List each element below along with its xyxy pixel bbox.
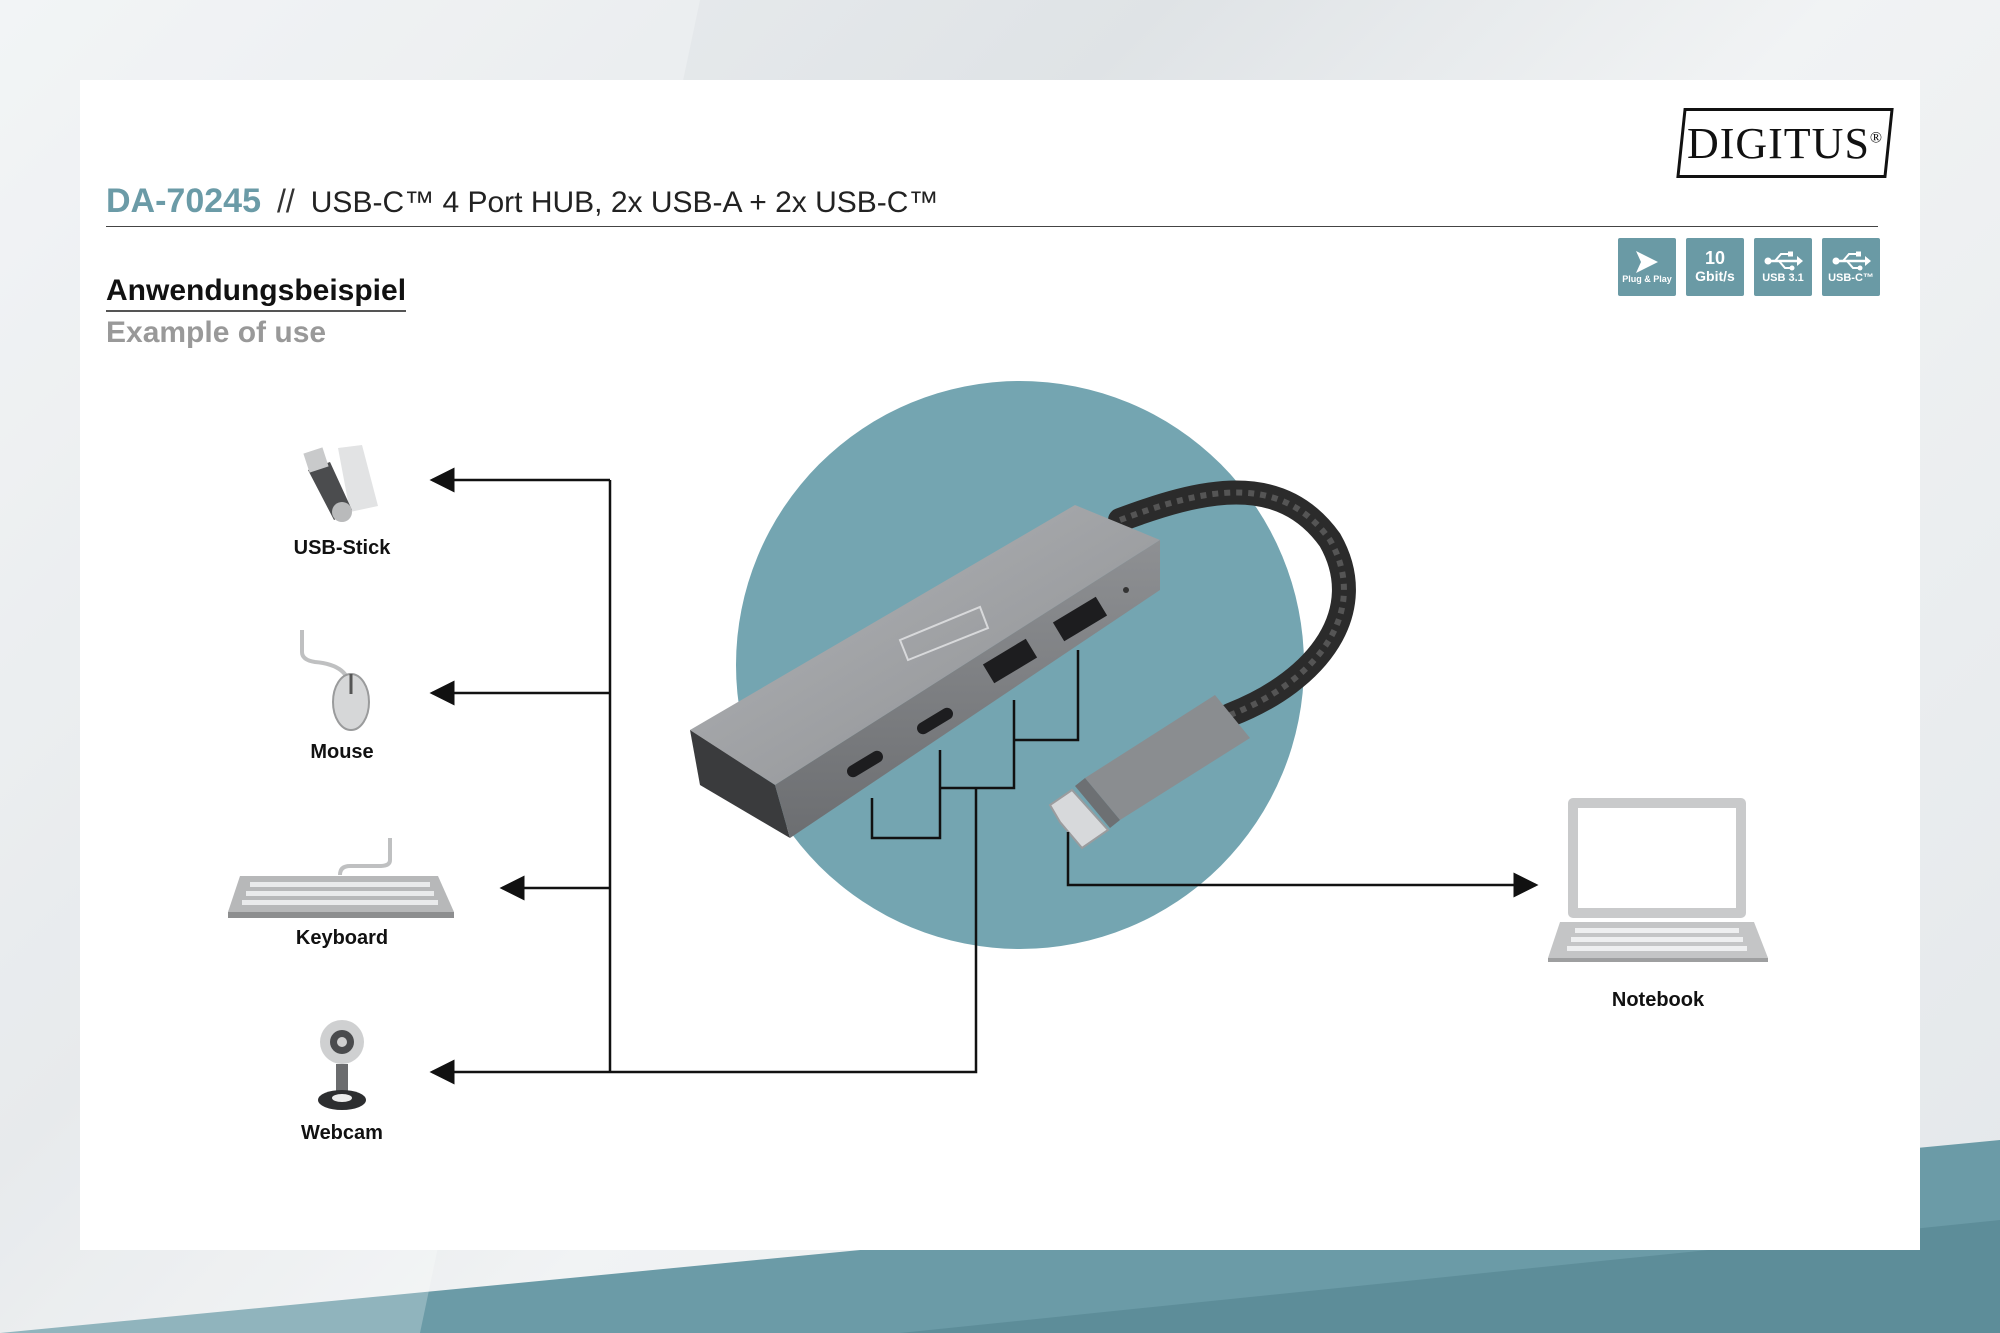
usb31-label: USB 3.1 xyxy=(1762,271,1804,284)
notebook-label: Notebook xyxy=(1611,989,1705,1011)
usb-icon xyxy=(1764,251,1803,271)
section-title: Anwendungsbeispiel xyxy=(106,274,407,312)
notebook-connection-line xyxy=(1066,832,1539,898)
usb-icon xyxy=(1832,251,1871,271)
plug-and-play-badge: Plug & Play xyxy=(1618,238,1676,296)
plug-and-play-label: Plug & Play xyxy=(1622,274,1672,285)
usbc-label: USB-C™ xyxy=(1828,271,1874,284)
speed-badge: 10 Gbit/s xyxy=(1686,238,1744,296)
mouse-icon xyxy=(300,630,370,731)
usb-stick-label: USB-Stick xyxy=(293,537,391,559)
usb-stick-icon xyxy=(303,445,378,522)
speed-value: 10 xyxy=(1704,248,1726,269)
plug-and-play-icon xyxy=(1636,251,1658,274)
webcam-icon xyxy=(318,1020,366,1110)
feature-badges: Plug & Play 10 Gbit/s USB 3.1 USB-C™ xyxy=(1618,238,1880,296)
product-header: DA-70245 // USB-C™ 4 Port HUB, 2x USB-A … xyxy=(106,182,938,224)
header-separator: // xyxy=(276,183,295,219)
webcam-label: Webcam xyxy=(301,1122,383,1144)
usbc-badge: USB-C™ xyxy=(1822,238,1880,296)
keyboard-label: Keyboard xyxy=(295,927,389,949)
header-rule xyxy=(106,226,1878,227)
section-subtitle: Example of use xyxy=(106,316,327,349)
model-number: DA-70245 xyxy=(106,182,261,220)
usb-c-plug xyxy=(1048,695,1250,850)
device-bus-lines xyxy=(429,467,612,1085)
keyboard-icon xyxy=(228,838,454,918)
product-title: USB-C™ 4 Port HUB, 2x USB-A + 2x USB-C™ xyxy=(310,186,939,219)
usb-hub xyxy=(690,505,1160,838)
usb31-badge: USB 3.1 xyxy=(1754,238,1812,296)
speed-unit: Gbit/s xyxy=(1695,268,1735,285)
port-connection-lines xyxy=(610,650,1080,1074)
mouse-label: Mouse xyxy=(310,741,374,763)
notebook-icon xyxy=(1548,798,1768,962)
